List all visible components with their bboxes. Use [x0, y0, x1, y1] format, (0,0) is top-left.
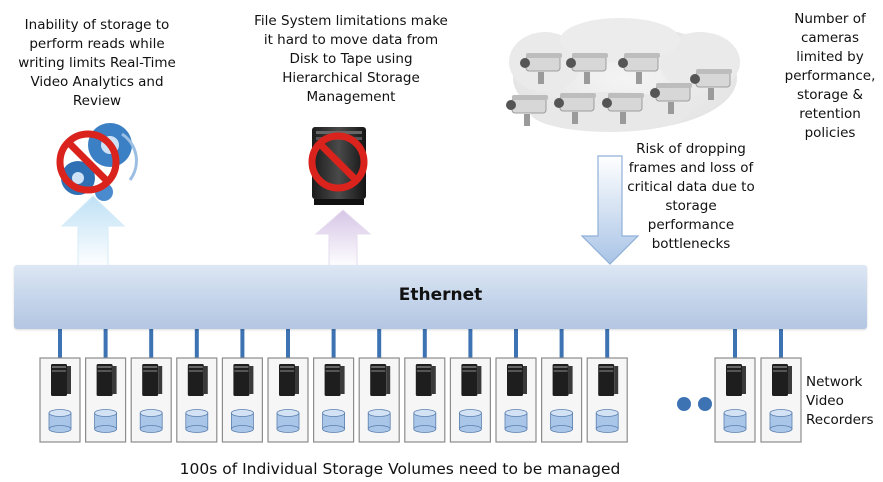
- disk-cylinder-icon: [550, 409, 573, 433]
- annotation-line: policies: [804, 125, 856, 141]
- disk-cylinder-icon: [322, 409, 346, 433]
- nvr-unit: [540, 357, 583, 443]
- security-camera-icon: [566, 53, 608, 84]
- server-tower-icon: [51, 364, 71, 396]
- nvr-unit: [495, 357, 537, 443]
- annotation-line: writing limits Real-Time: [18, 55, 176, 71]
- nvr-label-line: Network: [806, 374, 863, 390]
- server-tower-icon: [96, 364, 117, 396]
- security-camera-icon: [618, 53, 660, 84]
- server-tower-icon: [279, 364, 299, 396]
- no-symbol-icon: [56, 130, 120, 194]
- nvr-unit: [84, 357, 127, 443]
- nvr-unit: [221, 357, 263, 443]
- server-tower-icon: [415, 364, 436, 396]
- annotation-line: performance,: [784, 68, 876, 84]
- connector-lines: [58, 328, 783, 360]
- up-arrow-analytics: [60, 195, 126, 269]
- nvr-unit: [313, 357, 355, 443]
- server-tower-icon: [370, 364, 391, 396]
- security-camera-icon: [602, 93, 644, 124]
- server-tower-icon: [598, 364, 619, 396]
- nvr-unit: [449, 357, 491, 443]
- disk-cylinder-icon: [595, 409, 619, 433]
- security-camera-icon: [506, 95, 548, 126]
- storage-reads-annotation: Inability of storage to perform reads wh…: [8, 16, 186, 111]
- nvr-unit: [130, 357, 172, 443]
- server-tower-icon: [507, 364, 527, 396]
- annotation-line: critical data due to: [627, 179, 755, 195]
- security-camera-icon: [520, 53, 562, 84]
- nvr-units: [39, 357, 802, 443]
- server-tower-icon: [552, 364, 573, 396]
- disk-cylinder-icon: [723, 409, 747, 433]
- down-arrow-cameras: [580, 155, 640, 265]
- annotation-line: File System limitations make: [254, 13, 448, 29]
- annotation-line: storage &: [796, 87, 864, 103]
- annotation-line: Hierarchical Storage: [282, 70, 420, 86]
- annotation-line: Review: [72, 93, 122, 109]
- disk-cylinder-icon: [185, 409, 209, 433]
- annotation-line: bottlenecks: [651, 236, 731, 252]
- security-camera-icon: [554, 93, 596, 124]
- nvr-unit: [714, 357, 756, 443]
- security-camera-icon: [690, 69, 732, 100]
- annotation-line: performance: [647, 217, 735, 233]
- security-cameras: [506, 53, 732, 126]
- nvr-unit: [267, 357, 309, 443]
- annotation-line: frames and loss of: [628, 160, 754, 176]
- server-tower-icon: [772, 364, 792, 396]
- ethernet-bar: Ethernet: [14, 265, 867, 329]
- annotation-line: Video Analytics and: [30, 74, 164, 90]
- no-symbol-icon: [308, 132, 368, 192]
- annotation-line: cameras: [800, 30, 859, 46]
- server-tower-icon: [187, 364, 208, 396]
- nvr-unit: [586, 357, 628, 443]
- nvr-label-line: Video: [806, 393, 844, 409]
- ethernet-label: Ethernet: [398, 285, 483, 305]
- nvr-label-line: Recorders: [806, 412, 874, 428]
- nvr-unit: [760, 357, 802, 443]
- file-system-annotation: File System limitations make it hard to …: [236, 12, 466, 107]
- risk-annotation: Risk of dropping frames and loss of crit…: [616, 140, 766, 254]
- nvr-unit: [39, 357, 81, 443]
- annotation-line: Management: [306, 89, 396, 105]
- annotation-line: limited by: [796, 49, 864, 65]
- annotation-line: retention: [799, 106, 861, 122]
- annotation-line: Risk of dropping: [636, 141, 746, 157]
- up-arrow-storage: [314, 209, 372, 269]
- disk-cylinder-icon: [504, 409, 528, 433]
- security-camera-icon: [650, 83, 692, 114]
- server-tower-icon: [726, 364, 746, 396]
- annotation-line: Number of: [794, 11, 866, 27]
- disk-cylinder-icon: [230, 409, 254, 433]
- cameras-annotation: Number of cameras limited by performance…: [782, 10, 878, 143]
- disk-cylinder-icon: [413, 409, 437, 433]
- annotation-line: perform reads while: [29, 36, 165, 52]
- server-tower-icon: [461, 364, 482, 396]
- nvr-label: Network Video Recorders: [806, 373, 883, 430]
- server-tower-icon: [142, 364, 163, 396]
- bottom-caption: 100s of Individual Storage Volumes need …: [179, 460, 621, 478]
- server-tower-icon: [324, 364, 345, 396]
- disk-cylinder-icon: [94, 409, 117, 433]
- nvr-unit: [358, 357, 400, 443]
- disk-cylinder-icon: [458, 409, 482, 433]
- disk-cylinder-icon: [276, 409, 300, 433]
- disk-cylinder-icon: [48, 409, 72, 433]
- annotation-line: Inability of storage to: [24, 17, 170, 33]
- nvr-unit: [404, 357, 446, 443]
- nvr-unit: [176, 357, 218, 443]
- annotation-line: it hard to move data from: [263, 32, 439, 48]
- disk-cylinder-icon: [769, 409, 793, 433]
- disk-cylinder-icon: [139, 409, 163, 433]
- annotation-line: storage: [665, 198, 717, 214]
- ellipsis-dots-icon: [677, 397, 712, 411]
- server-tower-icon: [233, 364, 254, 396]
- annotation-line: Disk to Tape using: [289, 51, 413, 67]
- disk-cylinder-icon: [367, 409, 391, 433]
